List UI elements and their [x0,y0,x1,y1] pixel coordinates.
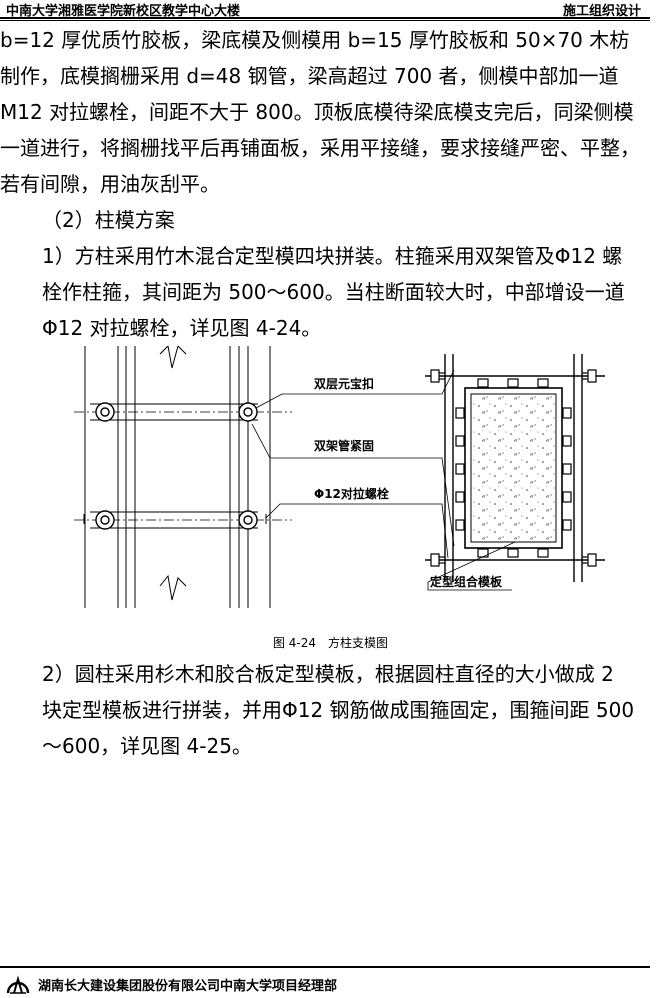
square-column-formwork-figure: 双层元宝扣 双架管紧固 Φ12对拉螺栓 定型组合模板 [74,346,605,608]
header-rule-thin [0,20,650,21]
bolt-ends [430,369,597,567]
paragraph-square-column: 1）方柱采用竹木混合定型模四块拼装。柱箍采用双架管及Φ12 螺栓作柱箍，其间距为… [42,244,625,340]
label-double-pipe: 双架管紧固 [314,438,374,453]
footer-company: 湖南长大建设集团股份有限公司中南大学项目经理部 [38,978,338,994]
label-double-clip: 双层元宝扣 [314,376,374,391]
footer: 湖南长大建设集团股份有限公司中南大学项目经理部 [6,973,337,995]
column-section [425,354,605,582]
coupler-icons [95,402,258,530]
leader-lines [251,369,516,591]
header-doc-type: 施工组织设计 [562,4,641,19]
body-text: b=12 厚优质竹胶板，梁底模及侧模用 b=15 厚竹胶板和 50×70 木枋制… [0,22,640,346]
paragraph-beam-formwork: b=12 厚优质竹胶板，梁底模及侧模用 b=15 厚竹胶板和 50×70 木枋制… [0,28,640,196]
footer-rule [0,966,650,968]
figure-caption: 图 4-24 方柱支模图 [272,636,389,650]
header-rule [0,17,650,19]
label-formwork: 定型组合模板 [430,574,503,589]
label-tie-bolt: Φ12对拉螺栓 [314,486,389,501]
header-title: 中南大学湘雅医学院新校区教学中心大楼 [6,4,241,19]
paragraph-round-column: 2）圆柱采用杉木和胶合板定型模板，根据圆柱直径的大小做成 2 块定型模板进行拼装… [42,662,635,758]
body-text-continued: 2）圆柱采用杉木和胶合板定型模板，根据圆柱直径的大小做成 2 块定型模板进行拼装… [0,656,640,764]
company-logo-icon [6,975,30,994]
section-heading-column-formwork: （2）柱模方案 [42,208,175,232]
column-elevation [74,346,292,608]
timber-studs [455,378,572,558]
